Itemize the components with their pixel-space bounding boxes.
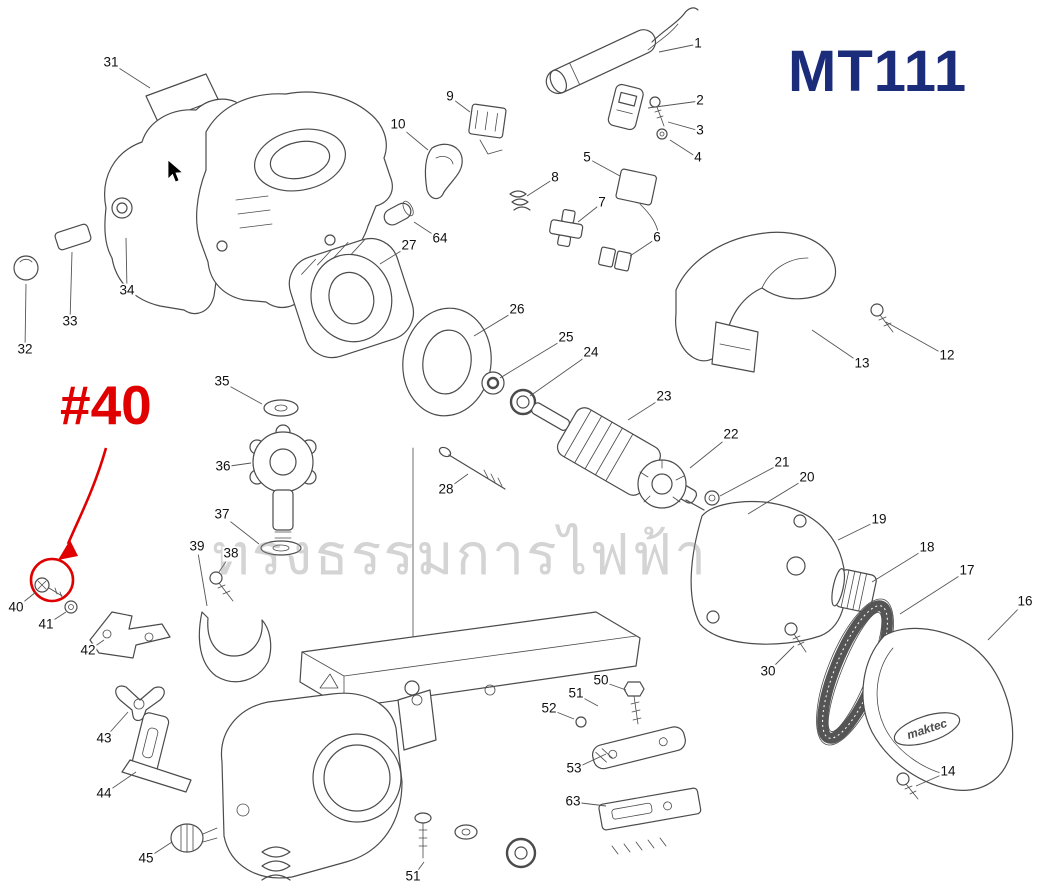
- part-label-45: 45: [137, 850, 155, 867]
- part-label-41: 41: [37, 616, 55, 633]
- part-label-22: 22: [722, 426, 740, 443]
- part-label-43: 43: [95, 730, 113, 747]
- part-label-31: 31: [102, 54, 120, 71]
- part-label-17: 17: [958, 562, 976, 579]
- part-label-24: 24: [582, 344, 600, 361]
- part-40-annotation: #40: [60, 374, 152, 436]
- part-label-36: 36: [214, 458, 232, 475]
- part-label-5: 5: [582, 149, 592, 166]
- part-label-4: 4: [693, 149, 703, 166]
- part-label-64: 64: [431, 230, 449, 247]
- model-title: MT111: [788, 39, 968, 104]
- part-label-10: 10: [389, 116, 407, 133]
- part-40-highlight: [29, 447, 108, 603]
- part-label-13: 13: [853, 355, 871, 372]
- part-label-3: 3: [695, 122, 705, 139]
- part-label-28: 28: [437, 481, 455, 498]
- part-label-51: 51: [404, 869, 422, 881]
- part-label-40: 40: [7, 599, 25, 616]
- part-label-30: 30: [759, 663, 777, 680]
- part-label-35: 35: [213, 373, 231, 390]
- part-label-14: 14: [939, 763, 957, 780]
- part-label-27: 27: [400, 237, 418, 254]
- part-label-42: 42: [79, 642, 97, 659]
- part-label-32: 32: [16, 341, 34, 358]
- part-label-51: 51: [567, 685, 585, 702]
- line-art-shapes: maktec: [13, 7, 1014, 881]
- part-label-18: 18: [918, 539, 936, 556]
- part-label-1: 1: [693, 35, 703, 52]
- part-label-26: 26: [508, 301, 526, 318]
- part-label-12: 12: [938, 347, 956, 364]
- part-label-50: 50: [592, 672, 610, 689]
- part-label-33: 33: [61, 313, 79, 330]
- part-label-20: 20: [798, 469, 816, 486]
- part-label-39: 39: [188, 538, 206, 555]
- part-label-34: 34: [118, 282, 136, 299]
- part-label-25: 25: [557, 329, 575, 346]
- part-label-8: 8: [550, 169, 560, 186]
- part-label-21: 21: [773, 454, 791, 471]
- part-label-44: 44: [95, 785, 113, 802]
- part-label-7: 7: [597, 194, 607, 211]
- part-label-37: 37: [213, 506, 231, 523]
- mouse-cursor-icon: [167, 159, 184, 183]
- part-label-63: 63: [564, 793, 582, 810]
- part-label-6: 6: [652, 229, 662, 246]
- part-label-53: 53: [565, 760, 583, 777]
- part-label-2: 2: [695, 92, 705, 109]
- part-label-38: 38: [222, 545, 240, 562]
- part-label-9: 9: [445, 88, 455, 105]
- part-label-23: 23: [655, 388, 673, 405]
- part-label-19: 19: [870, 511, 888, 528]
- part-label-16: 16: [1016, 593, 1034, 610]
- part-label-52: 52: [540, 700, 558, 717]
